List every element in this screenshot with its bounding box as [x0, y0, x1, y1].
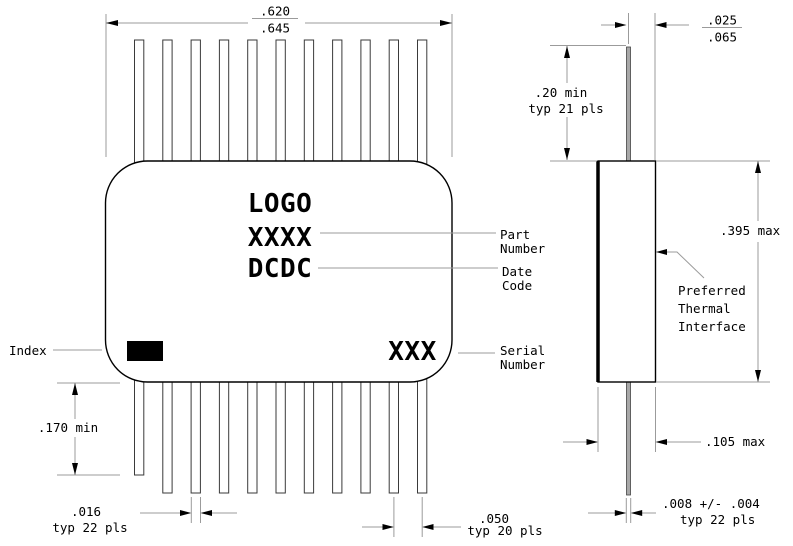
lead	[360, 39, 371, 166]
lead	[247, 39, 258, 166]
arrowhead	[655, 439, 667, 445]
arrowhead	[72, 463, 78, 475]
dim-lead-width: .016 typ 22 pls	[52, 497, 237, 535]
dim-body-thickness-text: .105 max	[705, 434, 766, 449]
lead	[218, 39, 230, 166]
front-view: LOGO XXXX DCDC XXX	[104, 39, 453, 494]
arrowhead	[106, 20, 118, 26]
lead	[162, 374, 173, 494]
dim-body-height: .395 max	[656, 160, 781, 383]
dim-lead-length-text: .20 min	[535, 85, 588, 100]
label-thermal-line3: Interface	[678, 319, 746, 334]
arrowhead	[440, 20, 452, 26]
side-body	[597, 160, 657, 383]
lead	[303, 39, 315, 166]
label-date-code-line2: Code	[502, 278, 532, 293]
dim-edge-upper: .025	[707, 13, 737, 28]
label-part-number-line1: Part	[500, 227, 530, 242]
leader-index: Index	[9, 343, 102, 358]
dim-width-upper: .620	[260, 4, 290, 19]
dim-lead-length: .20 min typ 21 pls	[528, 45, 626, 162]
lead	[388, 374, 400, 494]
label-thermal-line1: Preferred	[678, 283, 746, 298]
label-date-code-line1: Date	[502, 264, 532, 279]
index-mark	[127, 341, 163, 361]
dim-width-lower: .645	[260, 21, 290, 36]
arrowhead	[72, 383, 78, 395]
arrowhead	[755, 370, 761, 382]
bottom-leads	[134, 374, 428, 494]
arrowhead	[630, 510, 643, 516]
leader-part-number: Part Number	[320, 227, 546, 256]
dim-body-width: .620 .645	[105, 4, 453, 157]
lead	[134, 39, 145, 166]
marking-serial-number: XXX	[388, 337, 436, 367]
label-thermal-line2: Thermal	[678, 301, 731, 316]
dim-standoff-text: .170 min	[38, 420, 98, 435]
lead	[332, 39, 343, 166]
dim-body-thickness: .105 max	[563, 387, 766, 452]
label-part-number-line2: Number	[500, 241, 546, 256]
lead	[332, 374, 343, 494]
dim-lead-thickness-note: typ 22 pls	[680, 512, 755, 527]
dim-pitch-note: typ 20 pls	[467, 523, 542, 538]
arrowhead	[180, 510, 192, 516]
top-leads	[134, 39, 428, 166]
dim-lead-edge: .025 .065	[601, 13, 742, 160]
leader-serial-number: Serial Number	[458, 343, 546, 372]
arrowhead	[564, 46, 570, 58]
leader-date-code: Date Code	[318, 264, 532, 293]
arrowhead	[755, 161, 761, 173]
arrowhead	[382, 524, 394, 530]
dim-lead-thickness: .008 +/- .004 typ 22 pls	[588, 496, 760, 527]
label-index: Index	[9, 343, 47, 358]
label-serial-number-line2: Number	[500, 357, 546, 372]
arrowhead	[656, 249, 667, 255]
dim-lead-length-note: typ 21 pls	[528, 101, 603, 116]
dim-edge-lower: .065	[707, 30, 737, 45]
dim-lead-width-text: .016	[71, 504, 101, 519]
label-serial-number-line1: Serial	[500, 343, 545, 358]
arrowhead	[586, 439, 598, 445]
package-body	[104, 160, 453, 383]
arrowhead	[615, 22, 627, 28]
lead	[417, 374, 428, 494]
lead	[388, 39, 400, 166]
arrowhead	[655, 22, 667, 28]
lead	[218, 374, 230, 494]
arrowhead	[200, 510, 212, 516]
arrowhead	[614, 510, 627, 516]
lead	[247, 374, 258, 494]
lead	[275, 39, 286, 166]
dim-lead-pitch: .050 typ 20 pls	[362, 497, 543, 538]
dim-standoff: .170 min	[38, 382, 120, 476]
leader-thermal-interface: Preferred Thermal Interface	[656, 249, 746, 334]
lead	[190, 39, 201, 166]
lead	[360, 374, 371, 494]
lead	[162, 39, 173, 166]
lead	[417, 39, 428, 166]
dim-lead-thickness-text: .008 +/- .004	[662, 496, 760, 511]
lead	[190, 374, 201, 494]
marking-part-number: XXXX	[248, 223, 313, 253]
dim-body-height-text: .395 max	[720, 223, 781, 238]
dim-lead-width-note: typ 22 pls	[52, 520, 127, 535]
arrowhead	[564, 148, 570, 160]
dim-pitch-text: .050	[479, 511, 509, 526]
lead	[275, 374, 286, 494]
index-lead-short	[134, 374, 145, 476]
side-view	[596, 46, 657, 496]
arrowhead	[422, 524, 434, 530]
marking-date-code: DCDC	[248, 254, 313, 284]
marking-logo: LOGO	[248, 189, 313, 219]
lead	[303, 374, 315, 494]
